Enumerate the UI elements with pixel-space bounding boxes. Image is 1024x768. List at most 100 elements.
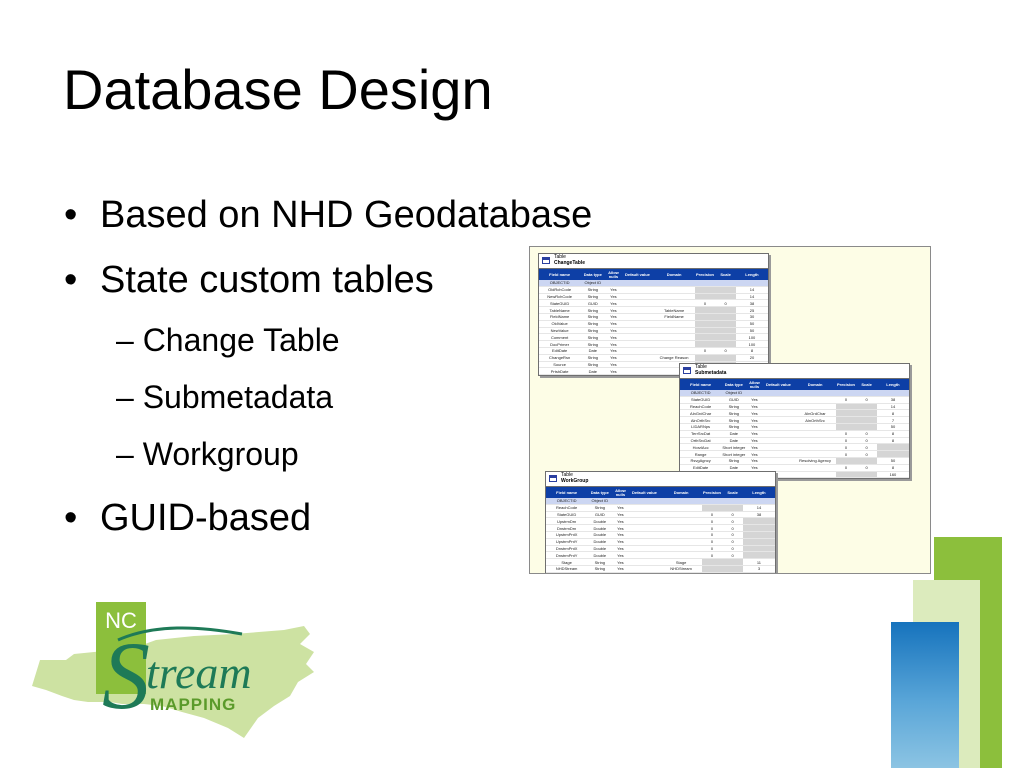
table-cell bbox=[762, 409, 795, 418]
table-cell: Yes bbox=[746, 416, 763, 424]
table-cell: Date bbox=[580, 367, 606, 376]
table-cell: Yes bbox=[605, 340, 622, 348]
table-cell: Short integer bbox=[721, 450, 747, 458]
table-cell bbox=[621, 286, 654, 294]
table-cell bbox=[856, 457, 877, 465]
column-header: Field name bbox=[539, 269, 581, 280]
table-cell: 0 bbox=[715, 299, 736, 308]
table-cell: 25 bbox=[735, 306, 768, 314]
table-cell: Object ID bbox=[587, 498, 613, 505]
table-cell bbox=[715, 286, 736, 294]
table-cell bbox=[612, 498, 629, 505]
table-cell bbox=[701, 498, 723, 505]
table-cell: TableName bbox=[653, 306, 695, 314]
table-cell: Yes bbox=[612, 545, 629, 553]
table-cell: Range bbox=[680, 450, 722, 458]
bullet-text: Based on NHD Geodatabase bbox=[100, 194, 593, 236]
table-cell bbox=[762, 390, 795, 397]
table-cell: RsvgAgncy bbox=[680, 457, 722, 465]
table-cell: 160 bbox=[876, 471, 909, 479]
table-cell bbox=[653, 299, 695, 308]
table-cell bbox=[762, 396, 795, 404]
table-cell: Yes bbox=[612, 565, 629, 573]
table-cell: 8 bbox=[876, 430, 909, 438]
table-name: Submetadata bbox=[695, 370, 727, 376]
nc-stream-mapping-logo: NC S tream MAPPING bbox=[32, 602, 314, 738]
table-cell: 0 bbox=[835, 443, 857, 452]
table-cell: 0 bbox=[835, 464, 857, 472]
table-cell: String bbox=[587, 558, 613, 566]
table-cell: 38 bbox=[876, 396, 909, 404]
table-cell bbox=[653, 280, 695, 287]
table-cell bbox=[742, 524, 775, 532]
table-cell: 0 bbox=[715, 347, 736, 355]
column-header: Data type bbox=[580, 269, 606, 280]
table-cell bbox=[715, 333, 736, 342]
table-cell bbox=[628, 545, 661, 553]
table-cell: UpstrmPntX bbox=[546, 531, 588, 539]
table-cell: EditDate bbox=[539, 347, 581, 355]
table-cell bbox=[694, 306, 716, 314]
table-cell: 0 bbox=[856, 464, 877, 472]
table-cell: 0 bbox=[856, 450, 877, 458]
table-cell: 0 bbox=[722, 524, 743, 532]
table-cell bbox=[660, 551, 702, 560]
table-cell bbox=[856, 409, 877, 418]
table-cell: Yes bbox=[746, 437, 763, 445]
bullet-glyph: • bbox=[64, 194, 78, 236]
table-cell: 50 bbox=[735, 320, 768, 328]
table-cell bbox=[715, 306, 736, 314]
table-cell bbox=[660, 504, 702, 512]
table-cell bbox=[605, 280, 622, 287]
table-cell bbox=[694, 280, 716, 287]
sub-bullet-change-table: – Change Table bbox=[116, 324, 340, 356]
table-cell bbox=[762, 430, 795, 438]
table-cell: Object ID bbox=[721, 390, 747, 397]
table-icon bbox=[549, 475, 557, 482]
bullet-state-custom-tables: • State custom tables bbox=[64, 261, 434, 299]
table-cell bbox=[701, 565, 723, 573]
table-cell: FieldName bbox=[653, 313, 695, 321]
sub-bullet-text: Submetadata bbox=[142, 379, 334, 415]
table-cell bbox=[621, 313, 654, 321]
table-cell: String bbox=[580, 354, 606, 362]
logo-s: S bbox=[102, 622, 150, 729]
table-cell: ChangeRsn bbox=[539, 354, 581, 362]
table-cell bbox=[762, 416, 795, 424]
table-cell: Yes bbox=[612, 517, 629, 526]
table-cell: 100 bbox=[735, 333, 768, 342]
table-cell: Yes bbox=[746, 396, 763, 404]
table-cell: 0 bbox=[722, 511, 743, 519]
table-cell bbox=[660, 538, 702, 546]
table-cell bbox=[628, 524, 661, 532]
table-cell bbox=[762, 403, 795, 411]
logo-stream-word: tream bbox=[146, 647, 252, 698]
table-cell bbox=[794, 430, 836, 438]
table-cell bbox=[621, 293, 654, 301]
table-cell bbox=[694, 333, 716, 342]
table-cell: StateGUID bbox=[680, 396, 722, 404]
table-cell: 20 bbox=[735, 354, 768, 362]
table-cell: Yes bbox=[605, 333, 622, 342]
table-cell: String bbox=[587, 565, 613, 573]
table-cell bbox=[621, 320, 654, 328]
table-cell bbox=[794, 390, 836, 397]
table-cell: Double bbox=[587, 517, 613, 526]
bullet-nhd-geodatabase: • Based on NHD Geodatabase bbox=[64, 194, 593, 236]
table-cell bbox=[715, 280, 736, 287]
table-cell: String bbox=[580, 313, 606, 321]
table-cell: 0 bbox=[701, 517, 723, 526]
table-cell bbox=[715, 320, 736, 328]
table-cell: AlnOrthSrc bbox=[794, 416, 836, 424]
column-header: Field name bbox=[680, 379, 722, 390]
